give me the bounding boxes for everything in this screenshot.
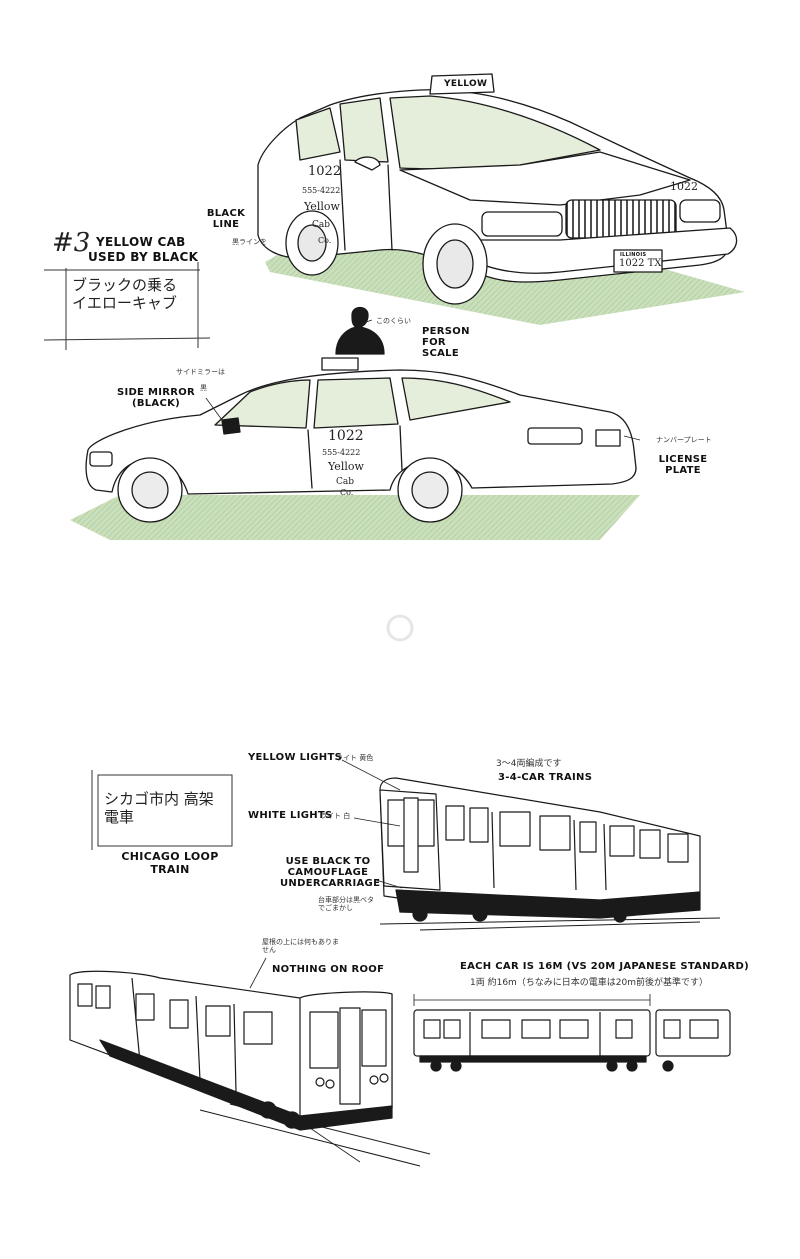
label-white-lights: WHITE LIGHTS (248, 810, 333, 821)
label-person-for-scale: PERSON FOR SCALE (422, 326, 470, 359)
train-persp-side-windows (77, 983, 273, 1045)
train-side-undercarriage (419, 1055, 647, 1063)
taxi-side-door-co: Co. (340, 488, 354, 497)
front-plate-number: 1022 TX (619, 258, 662, 269)
taxi-front-headlight-left (481, 211, 563, 237)
train-title-jp: シカゴ市内 高架電車 (104, 790, 214, 826)
label-side-mirror: SIDE MIRROR (BLACK) (116, 387, 196, 409)
person-silhouette (335, 306, 385, 355)
front-plate-state: ILLINOIS (620, 252, 647, 258)
label-each-car: EACH CAR IS 16M (VS 20M JAPANESE STANDAR… (460, 961, 750, 972)
taxi-side-rear-plate (595, 429, 621, 447)
label-nothing-on-roof: NOTHING ON ROOF (272, 964, 385, 975)
leader-lines (205, 319, 641, 989)
label-person-jp: このくらい (376, 317, 411, 325)
taxi-side-window-back (401, 377, 511, 421)
label-black-line-jp: 黒ラインを (232, 238, 267, 246)
taxi-side-taillights (527, 427, 583, 445)
train-perspective-view (69, 970, 431, 1167)
train-tq-front-door (403, 797, 419, 873)
taxi-side-door-phone: 555-4222 (322, 448, 361, 457)
taxi-side-window-rear (313, 377, 399, 429)
taxi-title-jp: ブラックの乗る イエローキャブ (72, 276, 178, 312)
taxi-title-line1: YELLOW CAB (96, 235, 186, 249)
label-black-line: BLACK LINE (206, 208, 246, 230)
train-tq-side-windows (445, 805, 689, 863)
train-side-view (413, 994, 731, 1072)
taxi-front-door-number: 1022 (308, 164, 342, 179)
taxi-side-window-front (214, 379, 311, 429)
watermark-icon (386, 614, 414, 642)
roof-sign-text: YELLOW (444, 79, 488, 89)
taxi-side-shadow (70, 495, 640, 540)
taxi-front-plate (613, 249, 663, 273)
section-number: #3 (52, 228, 91, 258)
taxi-side-door-yellow: Yellow (328, 460, 364, 473)
taxi-front-door-yellow: Yellow (304, 200, 340, 213)
taxi-front-view (257, 73, 745, 325)
label-undercarriage: USE BLACK TO CAMOUFLAGE UNDERCARRIAGE (280, 856, 381, 889)
label-side-mirror-jp: サイドミラーは (176, 368, 225, 376)
taxi-front-hood (399, 151, 691, 206)
train-side-windows (423, 1019, 719, 1039)
taxi-front-door-phone: 555-4222 (302, 186, 341, 195)
hood-number: 1022 (670, 180, 698, 193)
label-white-lights-jp: ライト 白 (320, 812, 351, 820)
taxi-title-frame (43, 262, 211, 350)
taxi-front-door-co: Co. (318, 236, 332, 245)
train-persp-undercarriage (99, 1039, 393, 1131)
taxi-side-roof-sign (321, 357, 359, 371)
taxi-side-door-number: 1022 (328, 428, 364, 444)
label-cars-jp: 3〜4両編成です (496, 759, 562, 769)
label-each-car-jp: 1両 約16m（ちなみに日本の電車は20m前後が基準です） (470, 978, 709, 988)
train-title-frame (91, 770, 233, 850)
label-nothing-on-roof-jp: 屋根の上には何もありません (262, 938, 339, 954)
taxi-front-roof-sign (429, 73, 495, 95)
taxi-front-headlight-right (679, 199, 721, 223)
taxi-front-door-cab: Cab (312, 220, 331, 230)
label-license-plate: LICENSE PLATE (658, 454, 708, 476)
label-undercarriage-jp: 台車部分は黒ベタでごまかし (318, 896, 374, 912)
label-cars-en: 3-4-CAR TRAINS (498, 772, 593, 783)
train-title-en: CHICAGO LOOP TRAIN (121, 850, 219, 876)
label-yellow-lights: YELLOW LIGHTS (248, 752, 343, 763)
taxi-side-view (70, 306, 640, 540)
taxi-front-window-rear (295, 107, 341, 161)
taxi-title-line2: USED BY BLACK (88, 250, 199, 264)
taxi-side-door-cab: Cab (336, 477, 355, 487)
taxi-front-grille (565, 199, 677, 239)
label-license-plate-jp: ナンバープレート (656, 436, 712, 444)
train-persp-front-door (339, 1007, 361, 1105)
label-side-mirror-jp2: 黒 (200, 384, 207, 392)
taxi-side-mirror (221, 417, 241, 435)
train-three-quarter-view (379, 777, 721, 931)
taxi-front-window-front (339, 97, 389, 163)
label-yellow-lights-jp: ライト 黄色 (336, 754, 374, 762)
